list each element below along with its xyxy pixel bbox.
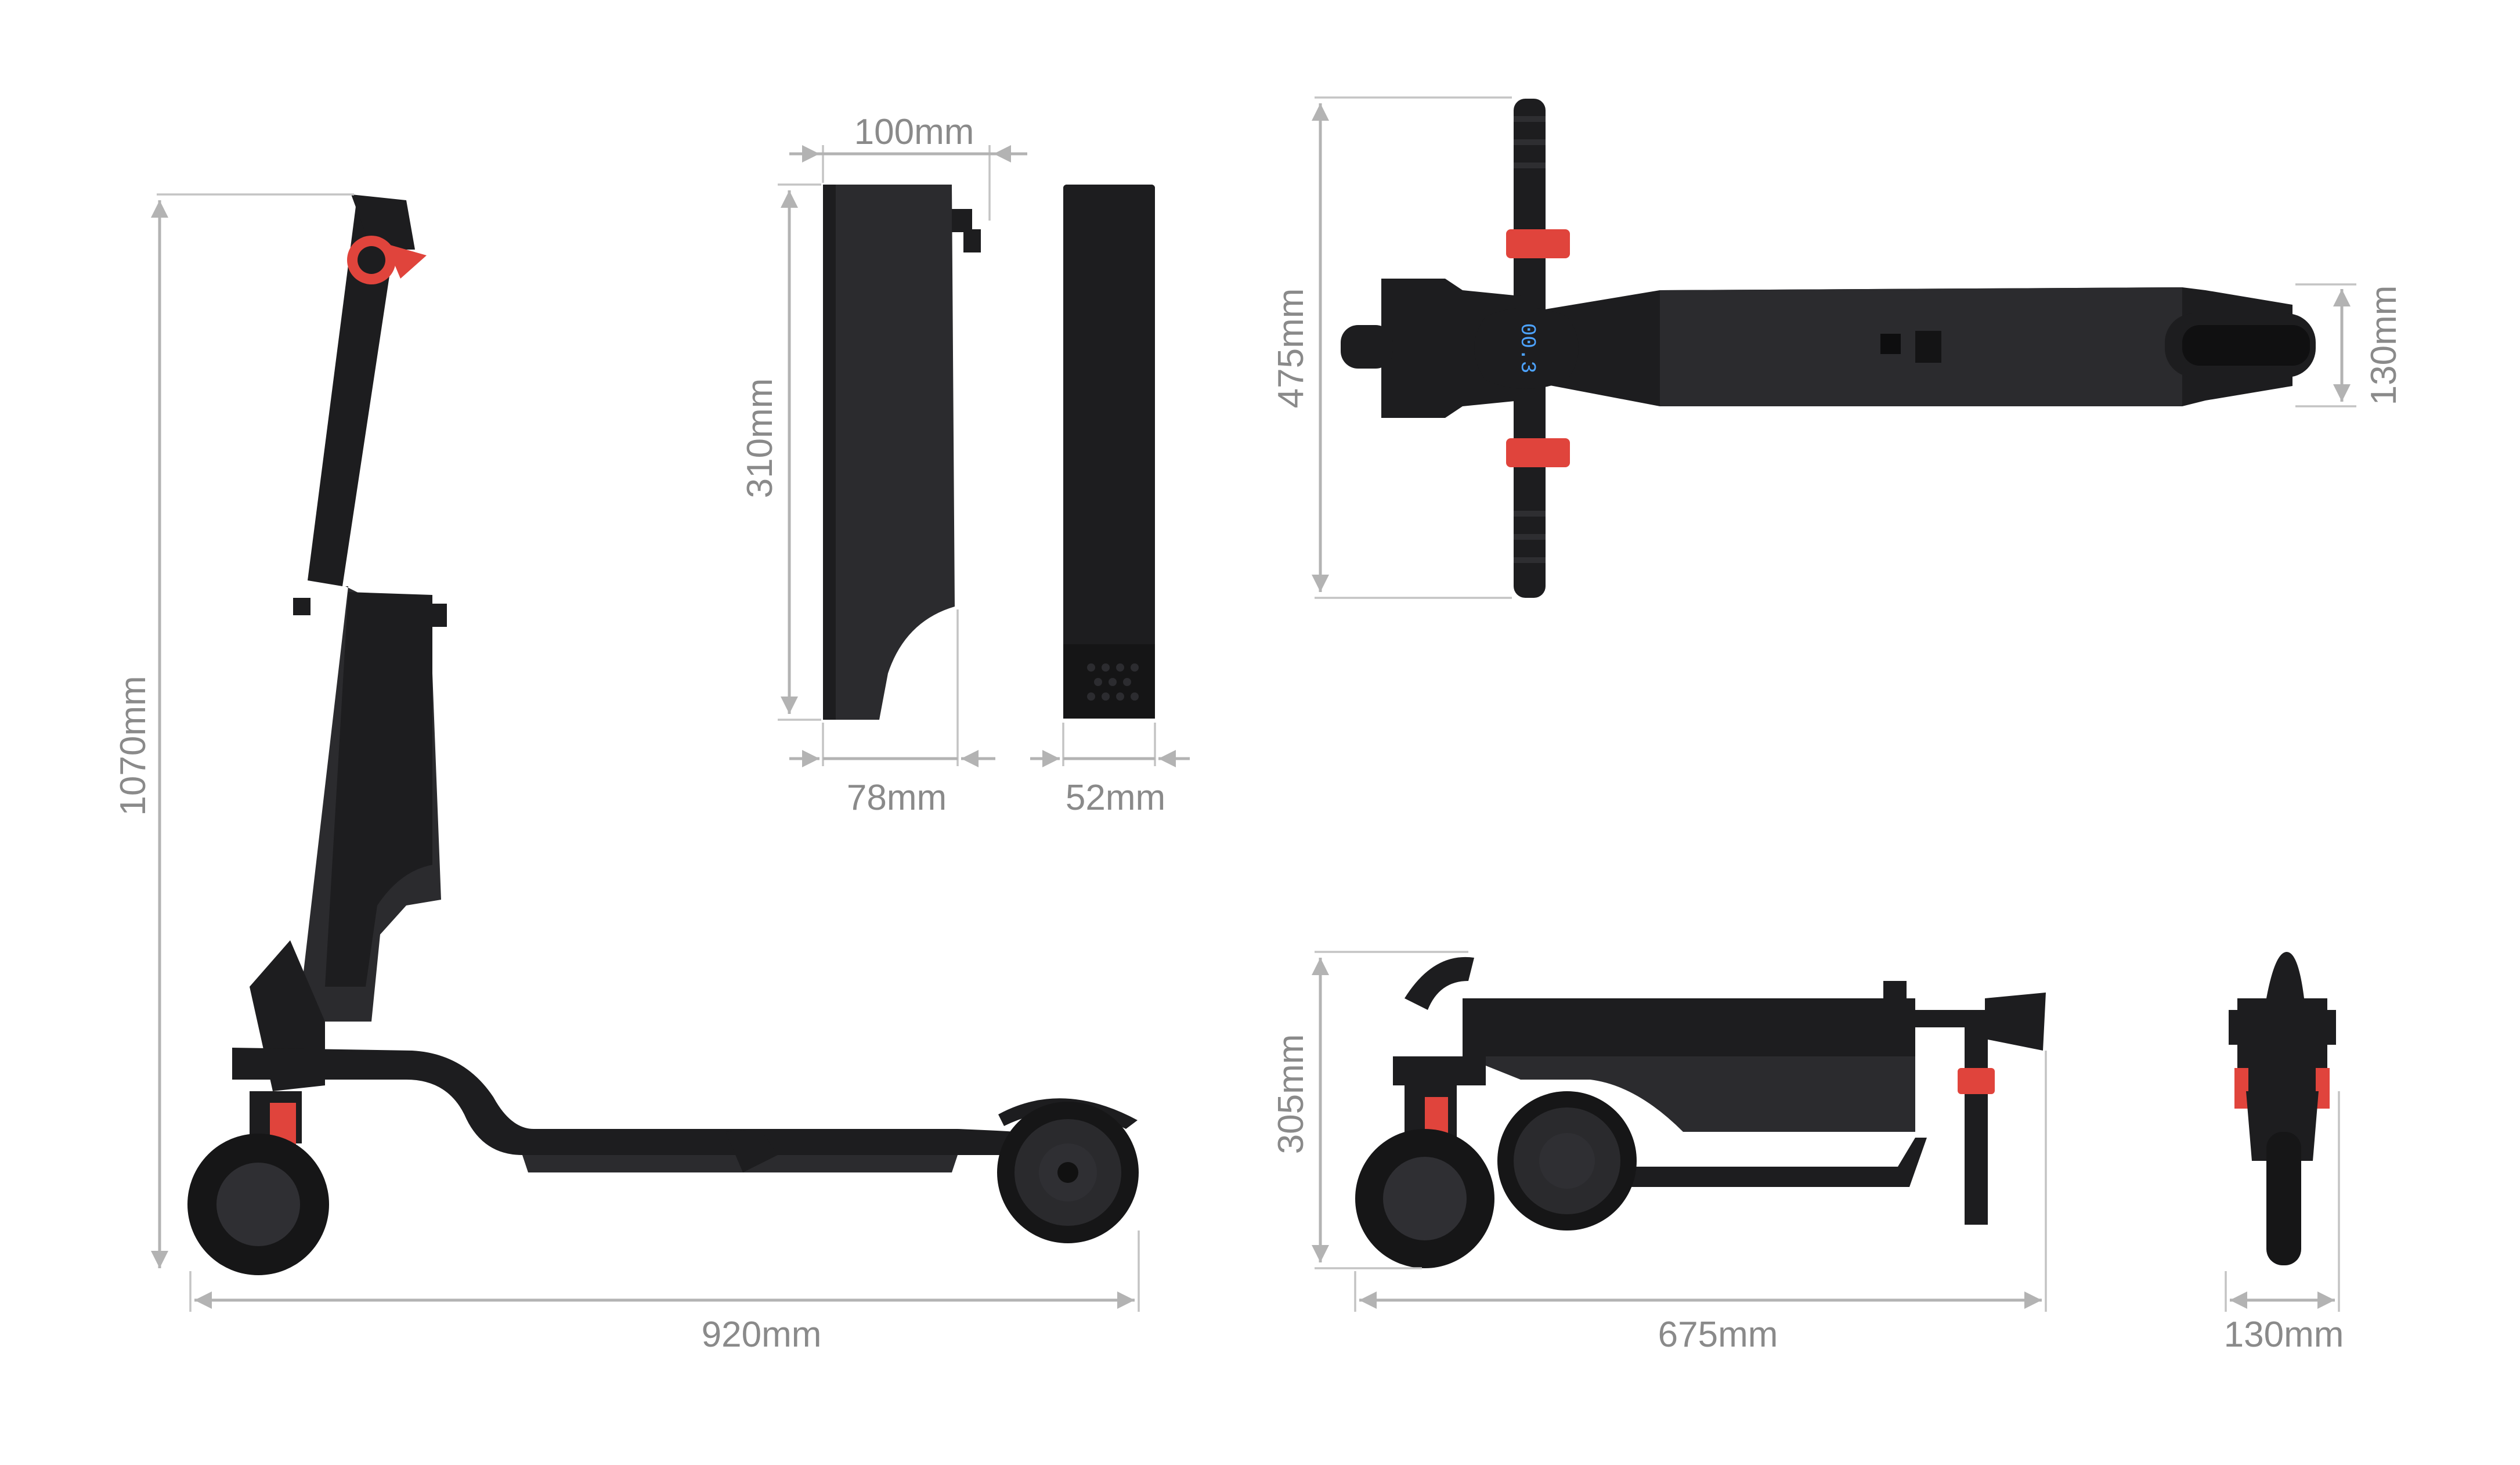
folded-length-label: 675mm: [1658, 1315, 1778, 1355]
dimension-unfolded-height: 1070mm: [113, 193, 354, 1268]
dimension-unfolded-length: 920mm: [189, 1231, 1140, 1355]
deck-width-label: 130mm: [2364, 286, 2404, 406]
battery-top-width-label: 100mm: [854, 112, 974, 152]
battery-height-label: 310mm: [740, 378, 780, 499]
dimension-battery-top-width: 100mm: [789, 112, 1027, 221]
folded-width-label: 130mm: [2224, 1315, 2344, 1355]
brake-lever-top: [1506, 229, 1570, 258]
handlebar-end: [351, 194, 415, 250]
dimension-folded-length: 675mm: [1354, 1051, 2047, 1355]
unfolded-height-label: 1070mm: [113, 676, 153, 816]
dimension-battery-height: 310mm: [740, 183, 821, 721]
unfolded-scooter-side-view: [187, 194, 1139, 1275]
battery-front-view: [1063, 185, 1155, 719]
battery-side-view: [823, 185, 981, 720]
battery-front-width-label: 52mm: [1066, 778, 1165, 818]
display-pod: [1474, 308, 1579, 389]
handlebar-width-label: 475mm: [1271, 288, 1311, 409]
folded-front-tire: [2266, 1132, 2301, 1265]
scooter-top-view: 00.3: [1341, 99, 2316, 598]
battery-side-depth-label: 78mm: [847, 778, 947, 818]
unfolded-length-label: 920mm: [702, 1315, 822, 1355]
brake-lever-bottom: [1506, 438, 1570, 467]
dimension-battery-side-depth: 78mm: [789, 609, 995, 818]
stem: [308, 197, 400, 586]
deck-frame: [232, 1048, 1085, 1155]
dimension-handlebar-width: 475mm: [1271, 96, 1512, 599]
folded-scooter-side-view: [1355, 957, 2046, 1268]
dimension-folded-height: 305mm: [1271, 951, 1468, 1269]
speed-readout: 00.3: [1515, 323, 1539, 373]
folded-scooter-front-view: [2229, 952, 2336, 1265]
folded-height-label: 305mm: [1271, 1034, 1311, 1154]
dimension-deck-width: 130mm: [2295, 283, 2404, 407]
dimension-folded-width: 130mm: [2224, 1091, 2344, 1355]
dimension-battery-front-width: 52mm: [1030, 723, 1190, 818]
